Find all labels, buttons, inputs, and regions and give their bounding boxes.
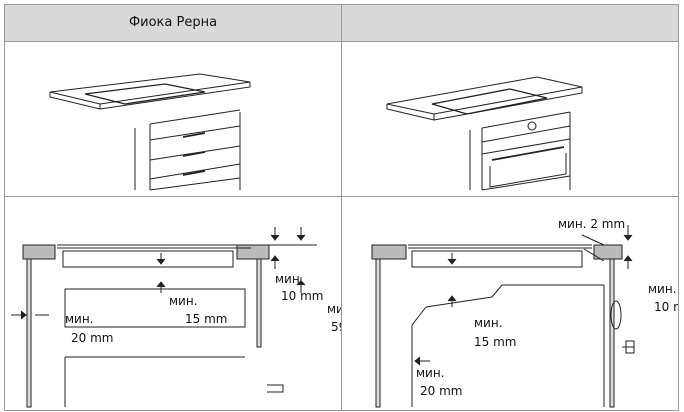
label-min-20-line1: мин. [65, 312, 94, 326]
cell-oven-clearances: мин. 2 mm мин. 15 mm мин. 20 mm мин. 10 … [341, 196, 679, 411]
label-min-2: мин. 2 mm [558, 217, 625, 231]
cell-drawer-illustration [4, 41, 342, 197]
header-empty [341, 4, 679, 42]
label-oven-min-10-line1: мин. [648, 282, 677, 296]
cell-oven-illustration [341, 41, 679, 197]
oven-clearance-diagram: мин. 2 mm мин. 15 mm мин. 20 mm мин. 10 … [371, 217, 679, 408]
header-drawer-oven: Фиока Рерна [4, 4, 342, 42]
label-oven-min-20-line1: мин. [416, 366, 445, 380]
cell-drawer-clearances: мин. 10 mm мин. 15 mm мин. 20 mm мин. 59… [4, 196, 342, 411]
label-min-59-line2: 59 mm [331, 320, 342, 334]
drawer-clearance-diagram: мин. 10 mm мин. 15 mm мин. 20 mm мин. 59… [11, 227, 342, 408]
label-min-20-line2: 20 mm [71, 331, 113, 345]
label-oven-min-15-line1: мин. [474, 316, 503, 330]
installation-table: Фиока Рерна [4, 4, 679, 411]
label-oven-min-15-line2: 15 mm [474, 335, 516, 349]
label-min-15-line2: 15 mm [185, 312, 227, 326]
label-min-10-line2: 10 mm [281, 289, 323, 303]
oven-cabinet-illustration [386, 76, 583, 191]
label-min-10-line1: мин. [275, 272, 304, 286]
label-min-15-line1: мин. [169, 294, 198, 308]
label-min-59-line1: мин. [327, 302, 342, 316]
drawer-cabinet-illustration [49, 73, 251, 191]
label-oven-min-20-line2: 20 mm [420, 384, 462, 398]
label-oven-min-10-line2: 10 mm [654, 300, 679, 314]
